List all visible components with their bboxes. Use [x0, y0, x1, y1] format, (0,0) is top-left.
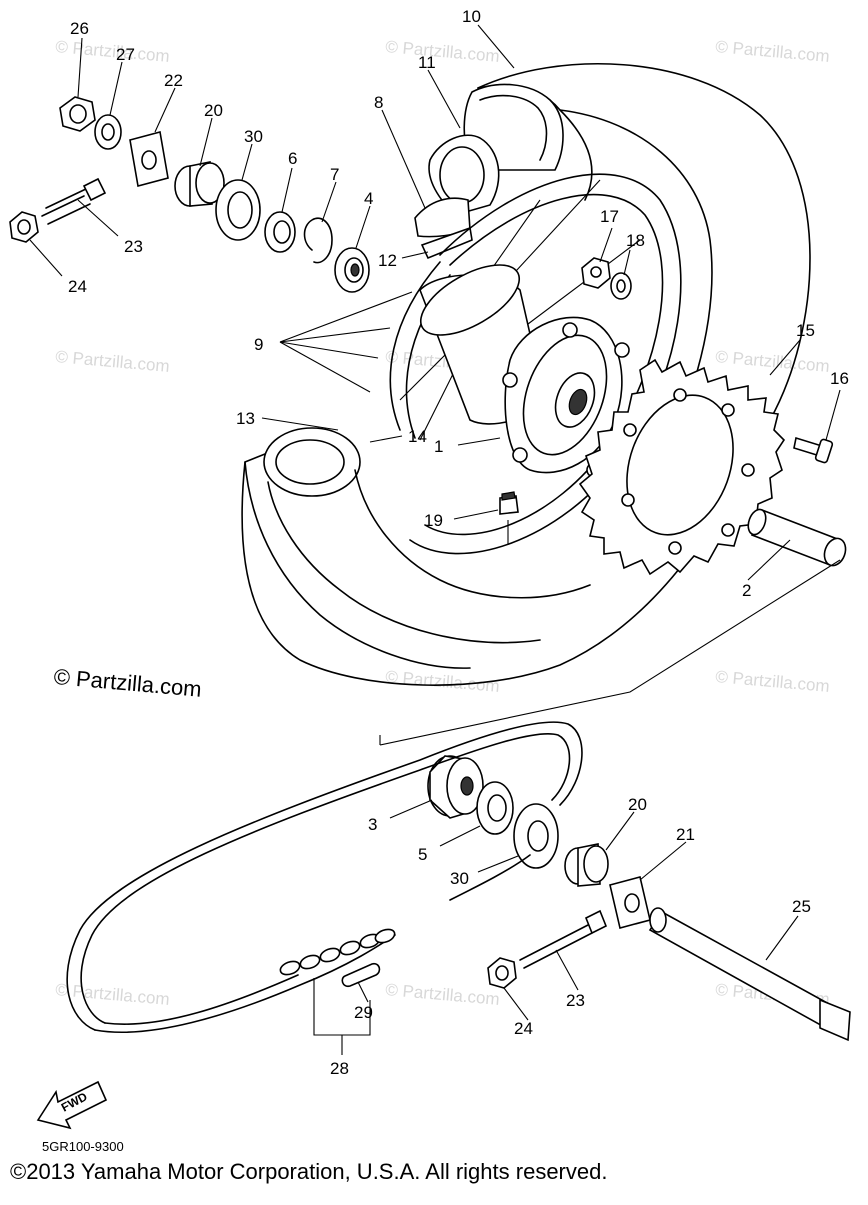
callout-21: 21 [676, 825, 695, 844]
sprocket [578, 358, 786, 576]
leader-lines [29, 24, 841, 1055]
inner-tube [414, 134, 500, 260]
callout-7: 7 [330, 165, 339, 184]
watermark: © Partzilla.com [385, 37, 501, 66]
callout-10: 10 [462, 7, 481, 26]
watermark: © Partzilla.com [715, 667, 831, 696]
watermark: © Partzilla.com [385, 667, 501, 696]
callout-11: 11 [418, 53, 436, 72]
callout-14: 14 [408, 427, 427, 446]
watermark: © Partzilla.com [385, 980, 501, 1009]
callout-15: 15 [796, 321, 815, 340]
callout-3: 3 [368, 815, 377, 834]
callout-26: 26 [70, 19, 89, 38]
callout-23: 23 [566, 991, 585, 1010]
master-link [279, 928, 396, 988]
callout-labels: 10 11 8 12 17 18 15 16 2 1 19 13 14 9 26… [68, 7, 849, 1078]
callout-9: 9 [254, 335, 263, 354]
callout-8: 8 [374, 93, 383, 112]
callout-22: 22 [164, 71, 183, 90]
bolt-16 [793, 436, 834, 464]
watermark: © Partzilla.com [55, 347, 171, 376]
callout-20: 20 [204, 101, 223, 120]
callout-19: 19 [424, 511, 443, 530]
callout-28: 28 [330, 1059, 349, 1078]
callout-27: 27 [116, 45, 135, 64]
diagram-code: 5GR100-9300 [42, 1139, 124, 1154]
callout-25: 25 [792, 897, 811, 916]
nut-17-washer-18 [581, 257, 632, 300]
callout-17: 17 [600, 207, 619, 226]
watermark: © Partzilla.com [55, 37, 171, 66]
valve-cap [499, 491, 519, 545]
callout-4: 4 [364, 189, 373, 208]
callout-29: 29 [354, 1003, 373, 1022]
callout-5: 5 [418, 845, 427, 864]
callout-13: 13 [236, 409, 255, 428]
drive-chain [66, 721, 583, 1034]
callout-24: 24 [514, 1019, 533, 1038]
callout-2: 2 [742, 581, 751, 600]
axle-parts-bottom [427, 755, 851, 1042]
fwd-arrow-icon: FWD [36, 1080, 108, 1130]
callout-12: 12 [378, 251, 397, 270]
callout-24: 24 [68, 277, 87, 296]
watermark: © Partzilla.com [715, 37, 831, 66]
collar [747, 508, 847, 567]
callout-18: 18 [626, 231, 645, 250]
callout-20: 20 [628, 795, 647, 814]
callout-1: 1 [434, 437, 443, 456]
axle-parts-top [9, 96, 370, 293]
copyright-notice: ©2013 Yamaha Motor Corporation, U.S.A. A… [10, 1159, 608, 1184]
callout-30: 30 [244, 127, 263, 146]
callout-23: 23 [124, 237, 143, 256]
callout-30: 30 [450, 869, 469, 888]
callout-6: 6 [288, 149, 297, 168]
callout-16: 16 [830, 369, 849, 388]
